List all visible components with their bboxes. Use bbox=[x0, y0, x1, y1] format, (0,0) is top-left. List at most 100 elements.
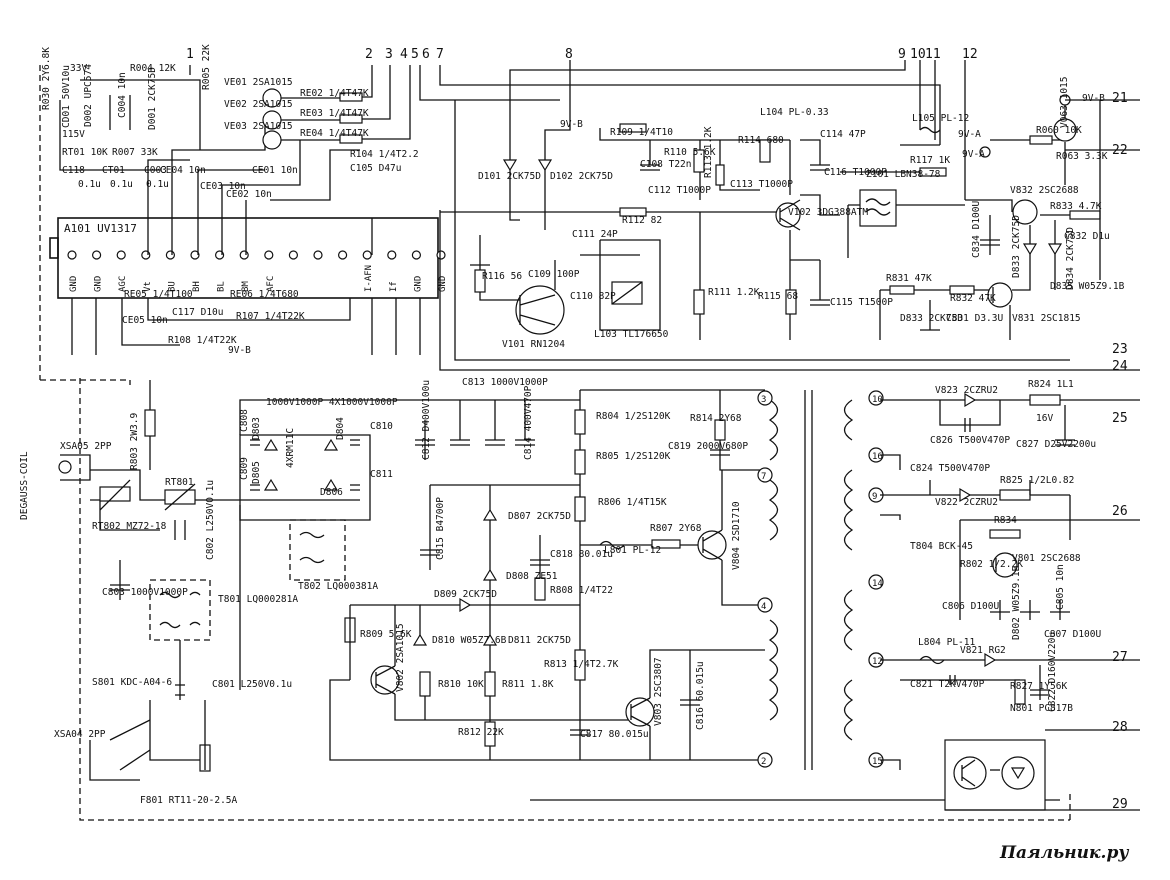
component-label-d810: D810 W05Z7.6B bbox=[432, 635, 507, 646]
connector-number: 28 bbox=[1112, 720, 1128, 735]
component-label-c805: C805 10n bbox=[1055, 564, 1066, 610]
component-label-c815: C815 B4700P bbox=[435, 497, 446, 560]
component-label-rt01: RT01 10K bbox=[62, 147, 108, 158]
tuner-pin-label: AFC bbox=[266, 276, 276, 292]
component-label-v803: V803 2SC3807 bbox=[653, 657, 664, 726]
component-label-v33: 33V bbox=[70, 63, 88, 74]
transformer-pin-label: 2 bbox=[761, 757, 766, 767]
component-label-r110: R110 5.6K bbox=[664, 147, 716, 158]
tuner-pin-label: BU bbox=[167, 281, 177, 292]
component-label-c809: C809 bbox=[239, 457, 250, 480]
component-label-d809: D809 2CK75D bbox=[434, 589, 497, 600]
component-label-re03: RE03 1/4T47K bbox=[300, 108, 369, 119]
component-label-c821: C821 T2KV470P bbox=[910, 679, 985, 690]
component-label-r833: R833 4.7K bbox=[1050, 201, 1102, 212]
tuner-pin-label: BL bbox=[217, 281, 227, 292]
tuner-pin bbox=[288, 250, 298, 260]
component-label-ve02: VE02 2SA1015 bbox=[224, 99, 293, 110]
component-label-r806: R806 1/4T15K bbox=[598, 497, 667, 508]
component-label-re04: RE04 1/4T47K bbox=[300, 128, 369, 139]
transformer-pin-label: 15 bbox=[872, 757, 883, 767]
transformer-pin-label: 16 bbox=[872, 452, 883, 462]
component-label-c108: C108 T22n bbox=[640, 159, 692, 170]
component-label-d811: D811 2CK75D bbox=[508, 635, 571, 646]
connector-number: 21 bbox=[1112, 91, 1128, 106]
component-label-r060: R060 10K bbox=[1036, 125, 1082, 136]
transformer-pin-label: 10 bbox=[872, 395, 883, 405]
component-label-v9a_b: 9V-A bbox=[962, 149, 985, 160]
component-label-r804: R804 1/2S120K bbox=[596, 411, 671, 422]
component-label-c01u_c: 0.1u bbox=[146, 179, 169, 190]
tuner-pin-label: I-AFN bbox=[364, 265, 374, 292]
transformer-pin-label: 9 bbox=[872, 492, 877, 502]
connector-number: 8 bbox=[565, 47, 573, 62]
component-label-r063: R063 3.3K bbox=[1056, 151, 1108, 162]
component-label-c827: C827 D25V2200u bbox=[1016, 439, 1097, 450]
component-label-ce05: CE05 10n bbox=[122, 315, 168, 326]
component-label-r805: R805 1/2S120K bbox=[596, 451, 671, 462]
component-label-r803: R803 2W3.9 bbox=[129, 412, 140, 470]
component-label-c112: C112 T1000P bbox=[648, 185, 711, 196]
transformer-pin-label: 12 bbox=[872, 657, 883, 667]
component-label-l104: L104 PL-0.33 bbox=[760, 107, 829, 118]
component-label-r834: R834 bbox=[994, 515, 1017, 526]
transformer-pin bbox=[757, 752, 773, 768]
component-label-d835: D835 W05Z9.1B bbox=[1050, 281, 1125, 292]
connector-number: 25 bbox=[1112, 411, 1128, 426]
component-label-r807: R807 2Y68 bbox=[650, 523, 702, 534]
component-label-d805: D805 bbox=[251, 461, 262, 484]
component-label-c807: C807 D100U bbox=[1044, 629, 1102, 640]
tuner-pin-label: BH bbox=[192, 281, 202, 292]
connector-number: 6 bbox=[422, 47, 430, 62]
component-label-l103: L103 TL176650 bbox=[594, 329, 669, 340]
component-label-c01u_b: 0.1u bbox=[110, 179, 133, 190]
component-label-v063: V063 1015 bbox=[1059, 76, 1070, 128]
connector-number: 27 bbox=[1112, 650, 1128, 665]
component-label-v821: V821 RG2 bbox=[960, 645, 1006, 656]
component-label-c113: C113 T1000P bbox=[730, 179, 793, 190]
connector-number: 26 bbox=[1112, 504, 1128, 519]
component-label-ce01: CE01 10n bbox=[252, 165, 298, 176]
component-label-d807: D807 2CK75D bbox=[508, 511, 571, 522]
connector-number: 9 bbox=[898, 47, 906, 62]
component-label-v102: V102 3DG388ATM bbox=[788, 207, 869, 218]
component-label-c802: C802 L250V0.1u bbox=[205, 479, 216, 560]
component-label-c801: C801 L250V0.1u bbox=[212, 679, 293, 690]
connector-number: 12 bbox=[962, 47, 978, 62]
component-label-d803: D803 bbox=[251, 417, 262, 440]
connector-number: 23 bbox=[1112, 342, 1128, 357]
component-label-c814: C814 400V470P bbox=[523, 385, 534, 460]
component-label-c803: C803 1000V1000P bbox=[102, 587, 188, 598]
component-label-re02: RE02 1/4T47K bbox=[300, 88, 369, 99]
component-label-v16: 16V bbox=[1036, 413, 1054, 424]
component-label-z101: Z101 LBN38-78 bbox=[866, 169, 941, 180]
component-label-r108: R108 1/4T22K bbox=[168, 335, 237, 346]
component-label-f801: F801 RT11-20-2.5A bbox=[140, 795, 238, 806]
component-label-r811: R811 1.8K bbox=[502, 679, 554, 690]
connector-number: 10 bbox=[910, 47, 926, 62]
tuner-pin-label: GND bbox=[94, 276, 104, 292]
tuner-pin bbox=[338, 250, 348, 260]
tuner-pin bbox=[91, 250, 102, 260]
component-label-r115: R115 68 bbox=[758, 291, 799, 302]
component-label-r109: R109 1/4T10 bbox=[610, 127, 673, 138]
connector-number: 4 bbox=[400, 47, 408, 62]
component-label-re06: RE06 1/4T680 bbox=[230, 289, 299, 300]
component-label-c105: C105 D47u bbox=[350, 163, 402, 174]
tuner-pin bbox=[264, 250, 274, 260]
component-label-c832: C832 D1u bbox=[1064, 231, 1110, 242]
component-label-r104: R104 1/4T2.2 bbox=[350, 149, 419, 160]
component-label-r112: R112 82 bbox=[622, 215, 663, 226]
component-label-r005: R005 22K bbox=[201, 44, 212, 90]
component-label-c114: C114 47P bbox=[820, 129, 866, 140]
component-label-l804: L804 PL-11 bbox=[918, 637, 976, 648]
component-label-v804: V804 2SD1710 bbox=[731, 501, 742, 570]
component-label-r116: R116 56 bbox=[482, 271, 523, 282]
component-label-c811: C811 bbox=[370, 469, 393, 480]
component-label-xsa04: XSA04 2PP bbox=[54, 729, 106, 740]
transformer-pin bbox=[868, 574, 884, 590]
component-label-r114: R114 680 bbox=[738, 135, 784, 146]
